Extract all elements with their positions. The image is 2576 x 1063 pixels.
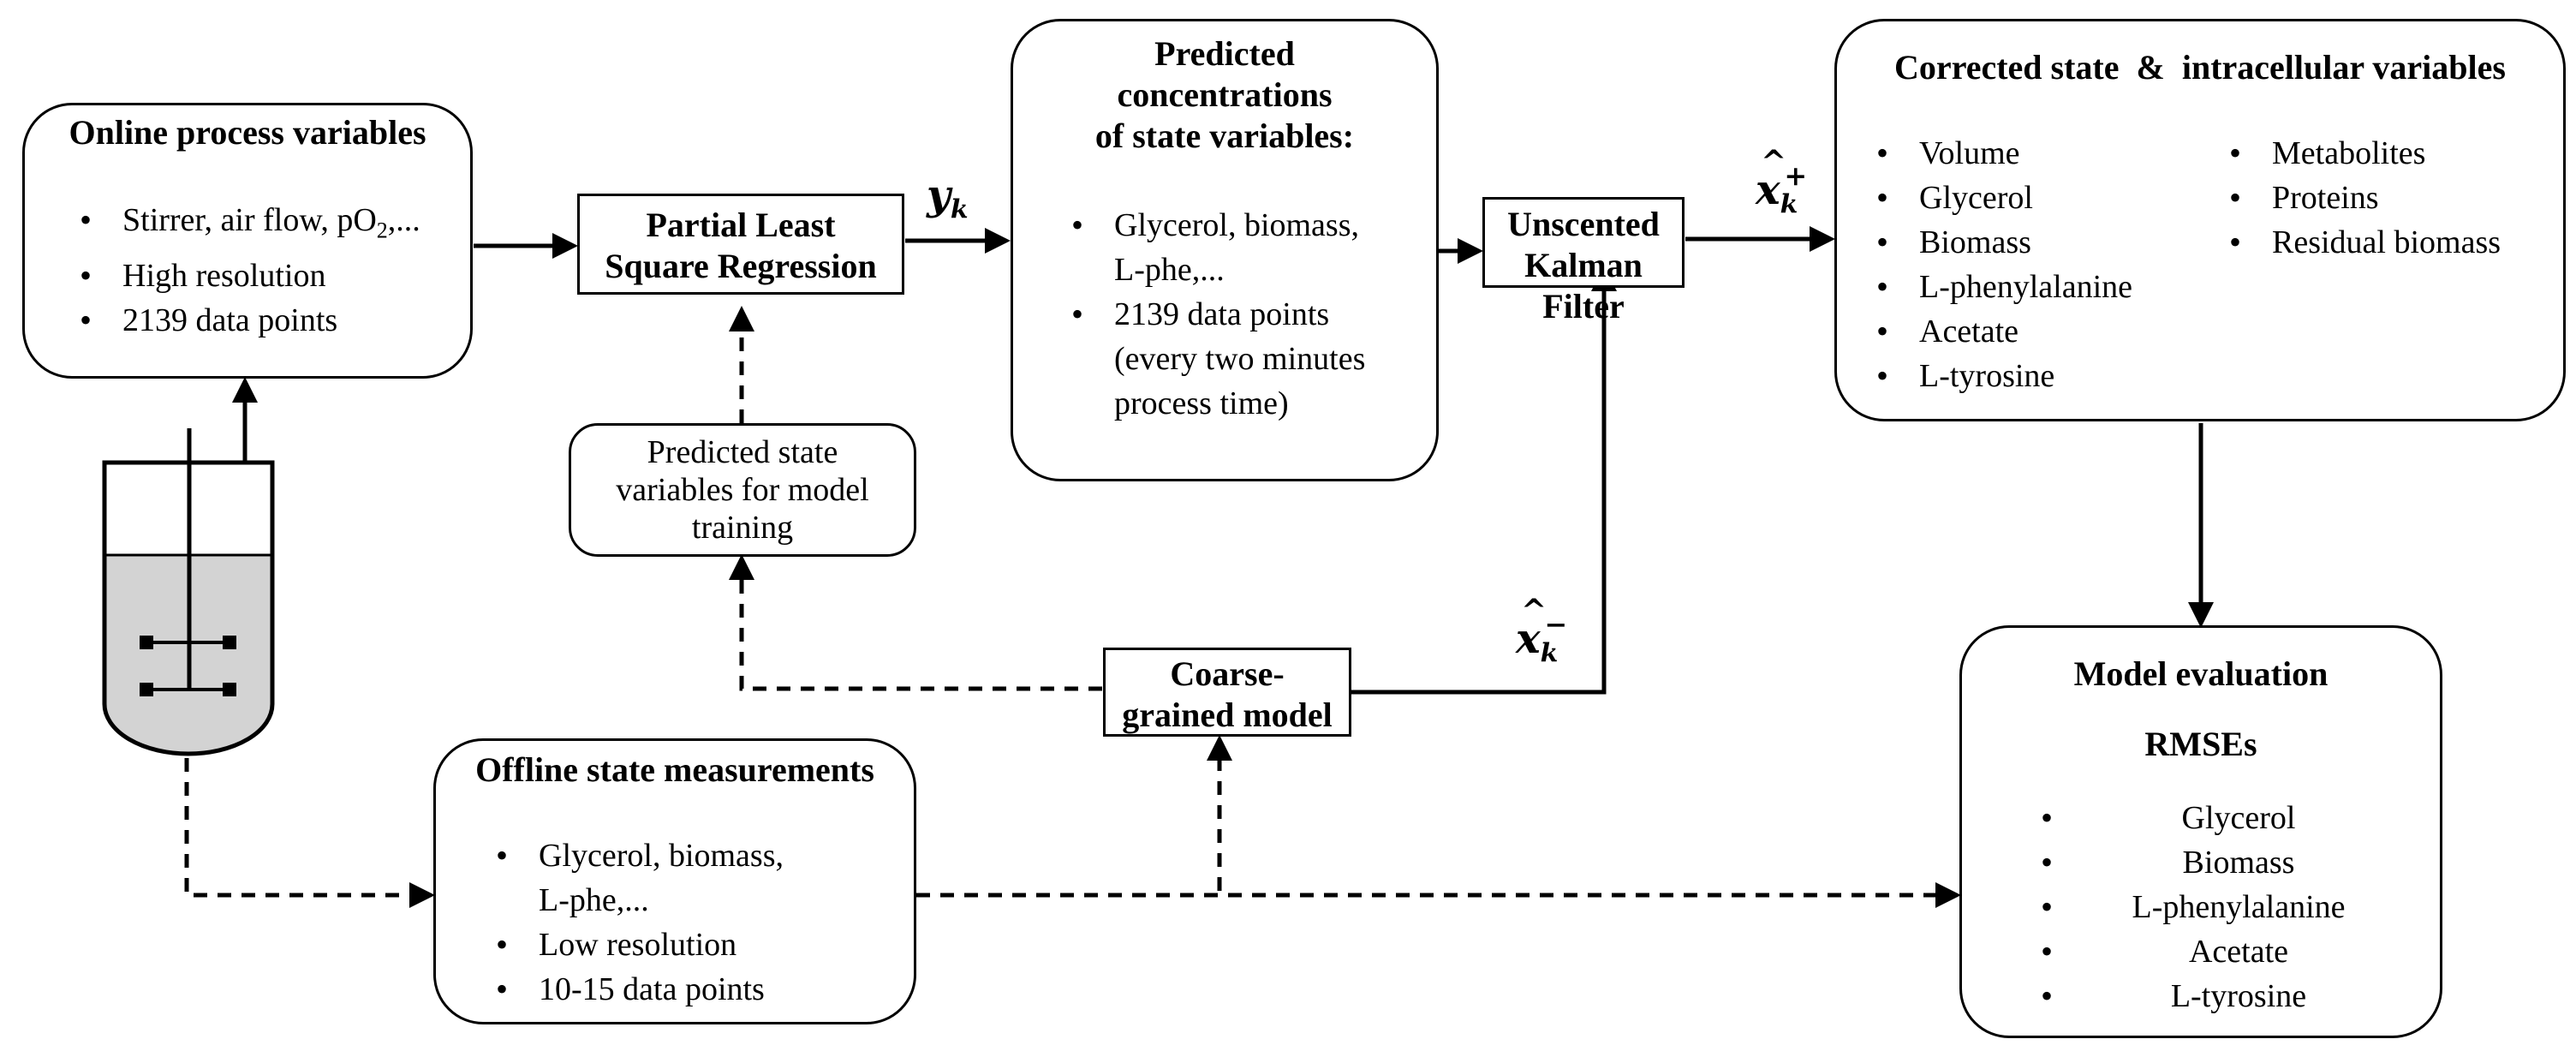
list-item: Acetate [2034,929,2394,974]
math-base: x [1516,593,1547,663]
pls-line-1: Partial Least [646,206,836,244]
training-text: Predicted state variables for model trai… [616,434,869,546]
ukf-line-2: Kalman Filter [1524,246,1643,325]
list-item: Glycerol [2034,796,2394,840]
list-item-text: Glycerol [2181,800,2296,836]
math-superscript: + [1784,159,1808,192]
corrected-list-right: Metabolites Proteins Residual biomass [2222,131,2501,265]
list-item: 2139 data points [73,298,420,343]
list-item-text: Acetate [2188,934,2289,970]
list-item: L-phenylalanine [1869,265,2132,309]
list-item: Residual biomass [2222,220,2501,265]
evaluation-title: Model evaluation [2073,654,2329,693]
list-item-tail: ,... [387,202,420,238]
list-item: Glycerol, biomass, L-phe,... [1064,203,1365,292]
online-process-list: Stirrer, air flow, pO2,... High resoluti… [73,198,420,343]
list-item-text: Stirrer, air flow, pO [122,202,377,238]
evaluation-subtitle: RMSEs [2144,725,2257,763]
list-item-line: 2139 data points [1114,296,1330,332]
predicted-box: Predicted concentrations of state variab… [1011,19,1439,481]
math-subscript: k [1780,189,1798,220]
list-item-line: (every two minutes [1114,341,1366,377]
label-x-hat-k-plus: xk+ [1756,144,1808,220]
list-item: Volume [1869,131,2132,176]
list-item: Proteins [2222,176,2501,220]
list-item: Biomass [1869,220,2132,265]
corrected-box: Corrected state & intracellular variable… [1834,19,2566,421]
math-subscript: k [1540,638,1559,669]
offline-title: Offline state measurements [475,750,874,789]
list-item-line: Glycerol, biomass, [1114,207,1360,243]
list-item: 2139 data points (every two minutes proces… [1064,292,1365,426]
list-item-text: Biomass [2182,845,2295,881]
math-base: x [1756,144,1786,214]
predicted-list: Glycerol, biomass, L-phe,... 2139 data po… [1064,203,1365,426]
list-item: Acetate [1869,309,2132,354]
subscript: 2 [376,218,388,243]
list-item-text: L-phenylalanine [2132,889,2346,925]
coarse-line-1: Coarse- [1170,654,1285,693]
list-item-text: L-tyrosine [2170,978,2307,1014]
coarse-box: Coarse- grained model [1103,648,1351,737]
label-x-hat-k-minus: xk− [1516,593,1568,669]
list-item: Glycerol [1869,176,2132,220]
list-item: Metabolites [2222,131,2501,176]
math-base: y [927,171,951,219]
list-item: L-tyrosine [2034,974,2394,1018]
label-y-k: yk [927,171,969,225]
math-superscript: − [1544,608,1568,641]
bioreactor-icon [102,428,275,756]
online-process-box: Online process variables Stirrer, air fl… [22,103,473,379]
list-item-line: L-phe,... [539,882,649,918]
math-subscript: k [950,194,969,225]
evaluation-list: Glycerol Biomass L-phenylalanine Acetate… [2034,796,2394,1018]
evaluation-box: Model evaluation RMSEs Glycerol Biomass … [1959,625,2442,1038]
arrow-coarse-to-ukf [1351,266,1617,695]
corrected-list-left: Volume Glycerol Biomass L-phenylalanine … [1869,131,2132,398]
predicted-title-3: of state variables: [1094,116,1355,155]
offline-list: Glycerol, biomass, L-phe,... Low resoluti… [489,833,784,1012]
predicted-title-1: Predicted [1154,34,1295,73]
list-item: L-tyrosine [1869,354,2132,398]
pls-box: Partial Least Square Regression [577,194,904,295]
list-item: Glycerol, biomass, L-phe,... [489,833,784,923]
ukf-line-1: Unscented [1507,205,1660,243]
offline-box: Offline state measurements Glycerol, bio… [433,738,916,1024]
list-item-line: L-phe,... [1114,252,1225,288]
list-item: High resolution [73,254,420,298]
arrow-reactor-to-offline [184,758,435,908]
list-item: Biomass [2034,840,2394,885]
corrected-title: Corrected state & intracellular variable… [1894,48,2506,87]
list-item-line: process time) [1114,385,1289,421]
pls-line-2: Square Regression [605,247,877,285]
list-item: Low resolution [489,923,784,967]
arrow-coarse-to-training [729,554,1102,691]
ukf-box: Unscented Kalman Filter [1482,197,1685,325]
coarse-line-2: grained model [1122,696,1333,734]
training-box: Predicted state variables for model trai… [569,423,916,557]
list-item: L-phenylalanine [2034,885,2394,929]
list-item-line: Glycerol, biomass, [539,838,784,874]
online-process-title: Online process variables [69,113,426,152]
list-item: 10-15 data points [489,967,784,1012]
list-item: Stirrer, air flow, pO2,... [73,198,420,254]
predicted-title-2: concentrations [1117,75,1333,114]
